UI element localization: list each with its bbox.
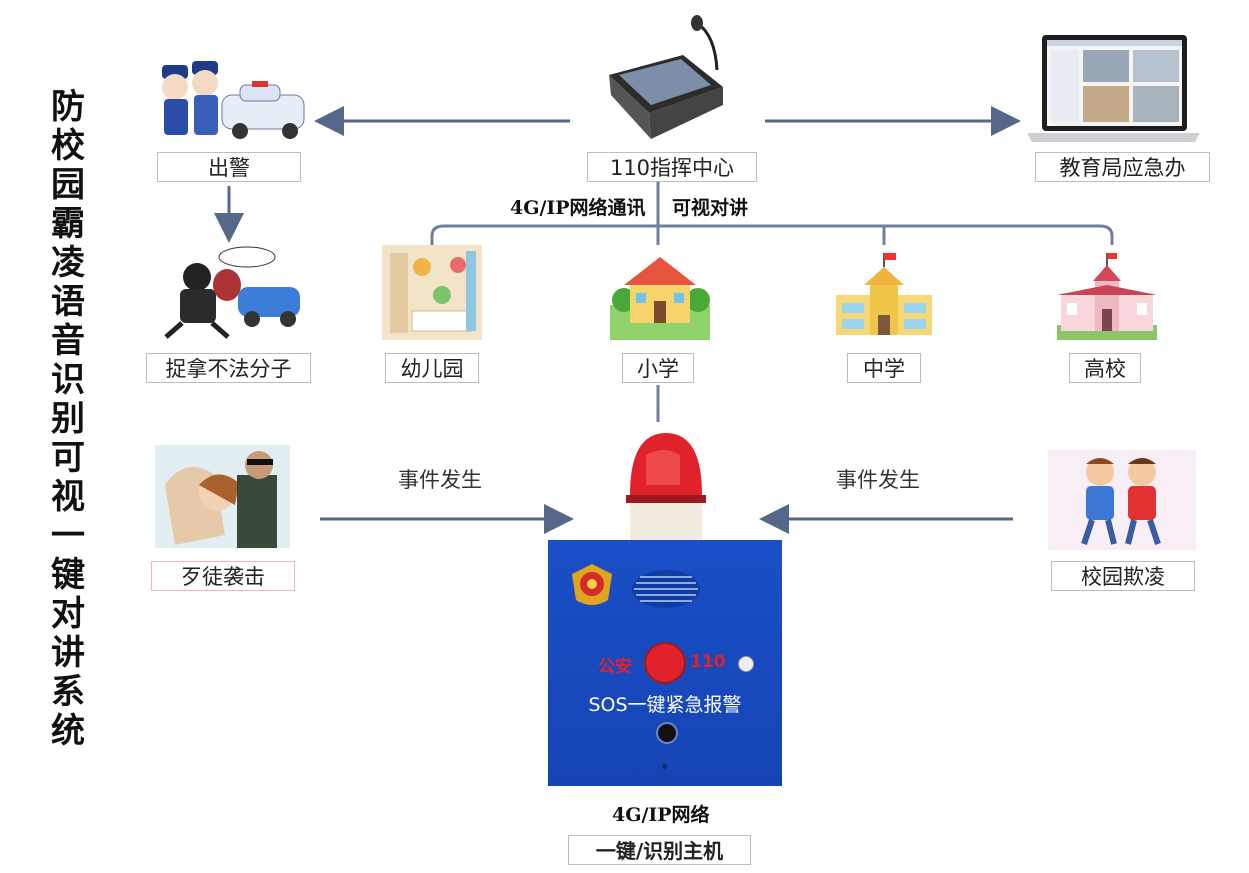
school-bus-line (430, 224, 1114, 245)
school-label-primary: 小学 (622, 353, 694, 383)
host-network-text: 4G/IP网络 (612, 804, 710, 826)
school-label-middle: 中学 (847, 353, 921, 383)
event-caption-right: 事件发生 (836, 468, 920, 492)
kindergarten-illustration (382, 245, 482, 340)
police-text: 公安 (598, 657, 632, 677)
robber-attack-label: 歹徒袭击 (151, 561, 295, 591)
sos-alarm-text: SOS一键紧急报警 (588, 694, 742, 716)
catch-criminals-label: 捉拿不法分子 (146, 353, 311, 383)
number-110-text: 110 (690, 652, 726, 672)
camera-icon (656, 722, 678, 744)
event-caption-left: 事件发生 (398, 468, 482, 492)
command-console-illustration (609, 15, 723, 139)
video-intercom-text: 可视对讲 (672, 197, 749, 219)
police-dispatch-label: 出警 (157, 152, 301, 182)
alarm-light (626, 433, 706, 545)
host-label: 一键/识别主机 (568, 835, 751, 865)
university-illustration (1057, 253, 1157, 340)
middle-school-illustration (836, 253, 932, 335)
microphone-hole-icon (662, 764, 667, 769)
key-lock-icon[interactable] (738, 656, 754, 672)
police-emblem-icon (572, 564, 612, 605)
school-bullying-illustration (1048, 450, 1196, 550)
sos-button[interactable] (646, 644, 684, 682)
network-comm-text: 4G/IP网络通讯 (510, 197, 646, 219)
speaker-grille-icon (632, 570, 700, 608)
school-bullying-label: 校园欺凌 (1051, 561, 1195, 591)
school-label-kindergarten: 幼儿园 (385, 353, 479, 383)
robber-attack-illustration (155, 445, 290, 548)
catch-criminal-illustration (164, 246, 300, 339)
police-illustration (162, 61, 305, 139)
emergency-host-device: 公安 110 SOS一键紧急报警 (548, 540, 782, 786)
school-label-university: 高校 (1069, 353, 1141, 383)
system-title: 防校园霸凌语音识别可视一键对讲系统 (51, 87, 85, 751)
laptop-illustration (1027, 35, 1200, 142)
education-bureau-label: 教育局应急办 (1035, 152, 1210, 182)
primary-school-illustration (610, 257, 710, 340)
command-center-label: 110指挥中心 (587, 152, 757, 182)
